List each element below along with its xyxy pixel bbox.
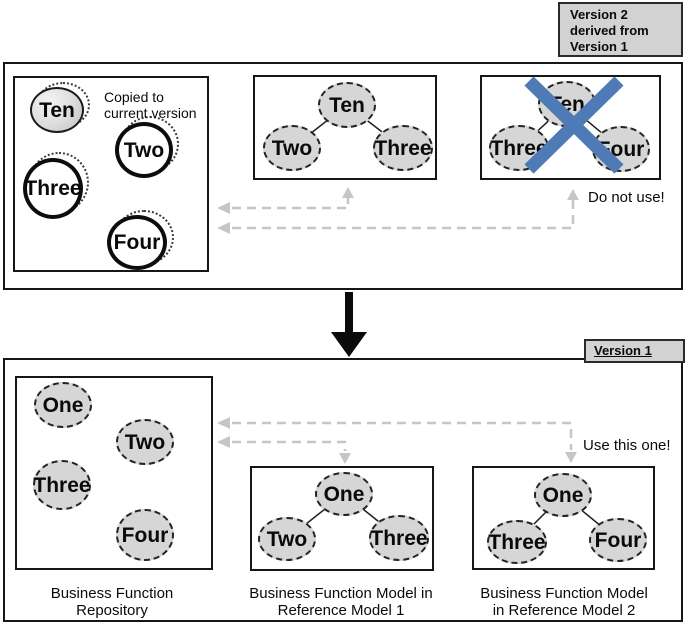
copied-note: Copied to current version <box>104 89 197 121</box>
v1-model1-box <box>250 466 434 571</box>
use-this-one-text: Use this one! <box>583 437 671 454</box>
v1-model2-circle-four: Four <box>589 518 647 562</box>
v1-model1-circle-three: Three <box>369 515 429 561</box>
v1-model2-circle-one: One <box>534 473 592 517</box>
v2-model1-circle-three: Three <box>373 125 433 171</box>
v2-repo-circle-ten: Ten <box>30 87 84 133</box>
v2-model2-circle-three: Three <box>489 125 549 171</box>
v1-model1-circle-two: Two <box>258 517 316 561</box>
v1-repo-circle-three: Three <box>33 460 91 510</box>
v2-model2-circle-ten: Ten <box>538 81 596 127</box>
v2-model2-circle-four: Four <box>592 126 650 172</box>
version2-label: Version 2 derived from Version 1 <box>558 2 683 57</box>
v1-repo-circle-two: Two <box>116 419 174 465</box>
version1-section-box <box>3 358 683 622</box>
v2-model1-box <box>253 75 437 180</box>
v2-repo-circle-four: Four <box>107 215 167 270</box>
caption-model1: Business Function Model in Reference Mod… <box>249 585 433 619</box>
v1-model1-circle-one: One <box>315 472 373 516</box>
version1-label: Version 1 <box>584 339 685 363</box>
v2-repo-circle-two: Two <box>115 122 173 178</box>
v1-repo-circle-four: Four <box>116 509 174 561</box>
arrow-shaft <box>345 292 353 334</box>
version-derivation-arrow-icon <box>331 292 367 357</box>
do-not-use-text: Do not use! <box>588 189 665 206</box>
v2-model1-circle-two: Two <box>263 125 321 171</box>
v1-repository-box <box>15 376 213 570</box>
v2-model2-box <box>480 75 661 180</box>
v1-model2-circle-three: Three <box>487 520 547 564</box>
v2-repo-circle-three: Three <box>23 158 83 219</box>
v1-repo-circle-one: One <box>34 382 92 428</box>
caption-repository: Business Function Repository <box>50 585 174 619</box>
v2-model1-circle-ten: Ten <box>318 82 376 128</box>
version1-label-text: Version 1 <box>594 343 652 358</box>
v1-model2-box <box>472 466 655 570</box>
version2-section-box <box>3 62 683 290</box>
arrow-head <box>331 332 367 357</box>
v2-repository-box <box>13 76 209 272</box>
caption-model2: Business Function Model in Reference Mod… <box>480 585 648 619</box>
